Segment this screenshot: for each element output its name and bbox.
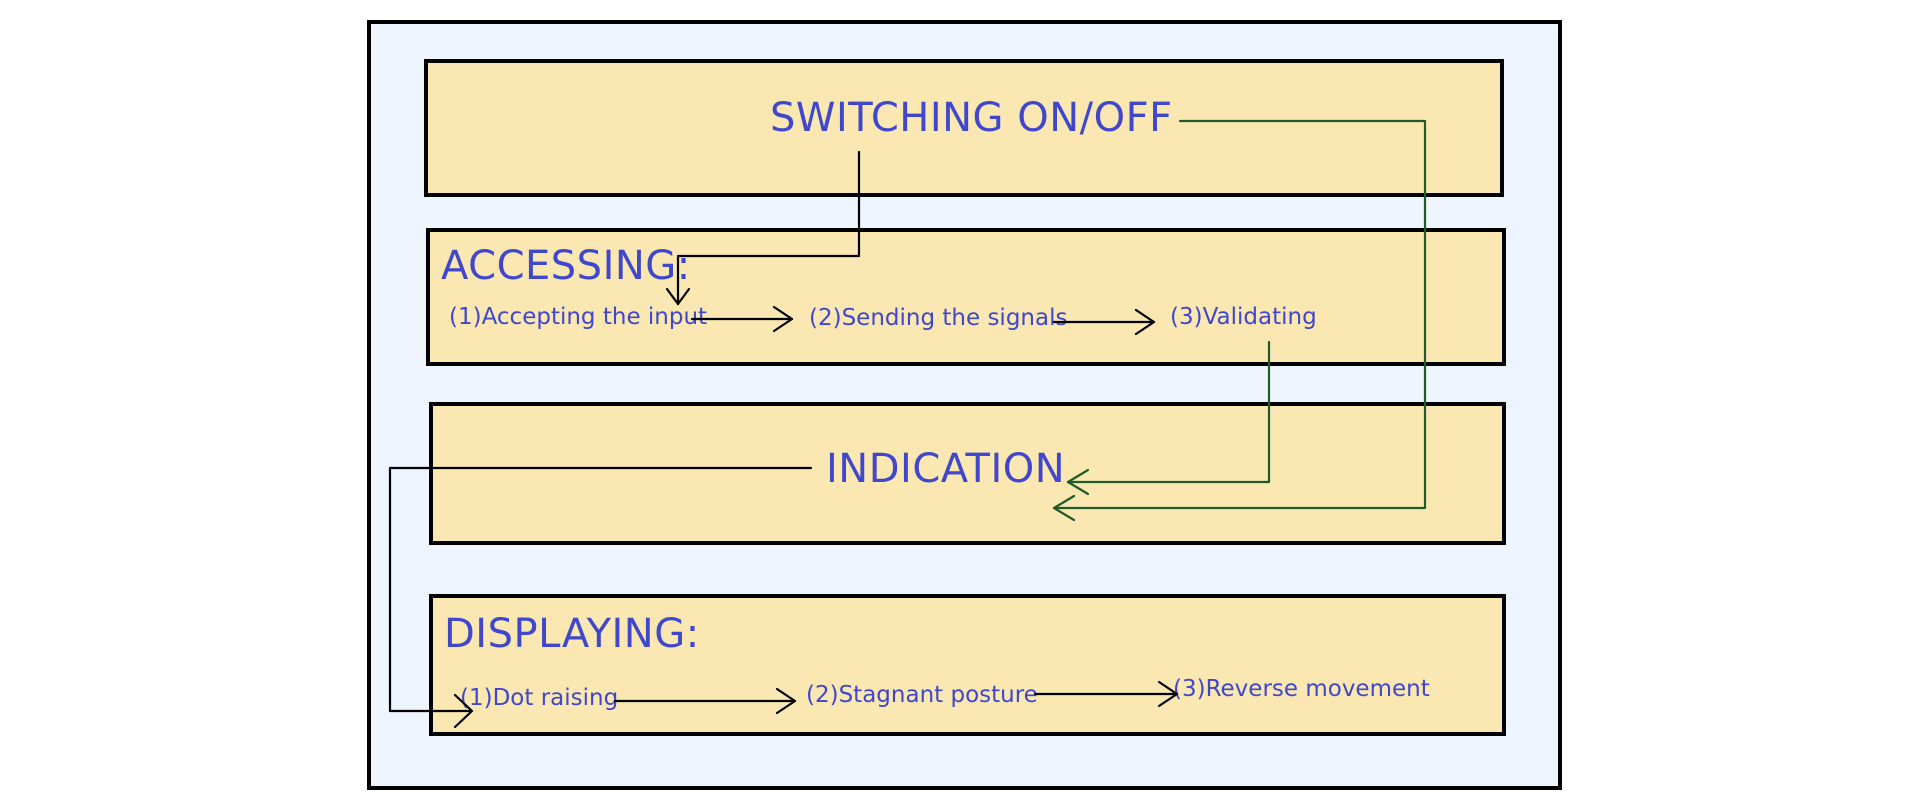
validating-to-indication-connector (1066, 340, 1271, 484)
switching-box (424, 59, 1504, 197)
switching-to-indication-connector (1052, 119, 1427, 510)
accessing-step-1: (1)Accepting the input (449, 304, 708, 330)
displaying-step-1: (1)Dot raising (460, 685, 619, 711)
accessing-box (426, 228, 1506, 366)
displaying-step-2: (2)Stagnant posture (806, 682, 1038, 708)
arrowhead (1052, 494, 1076, 522)
indication-title: INDICATION (826, 446, 1066, 492)
accessing-step-3: (3)Validating (1170, 304, 1317, 330)
displaying-title: DISPLAYING: (444, 611, 700, 657)
switching-to-accessing-connector (676, 150, 861, 306)
arrowhead (665, 287, 691, 306)
accessing-title: ACCESSING: (441, 243, 691, 289)
arrowhead (1157, 680, 1179, 708)
switching-title: SWITCHING ON/OFF (770, 95, 1173, 141)
displaying-step-3: (3)Reverse movement (1173, 676, 1430, 702)
arrowhead (772, 305, 794, 333)
indication-box (429, 402, 1506, 545)
accessing-step-2: (2)Sending the signals (809, 305, 1068, 331)
arrowhead (453, 693, 474, 729)
indication-to-displaying-connector (388, 466, 813, 713)
arrowhead (775, 687, 797, 715)
arrowhead (1134, 308, 1156, 336)
displaying-box (429, 594, 1506, 736)
arrowhead (1066, 468, 1090, 496)
